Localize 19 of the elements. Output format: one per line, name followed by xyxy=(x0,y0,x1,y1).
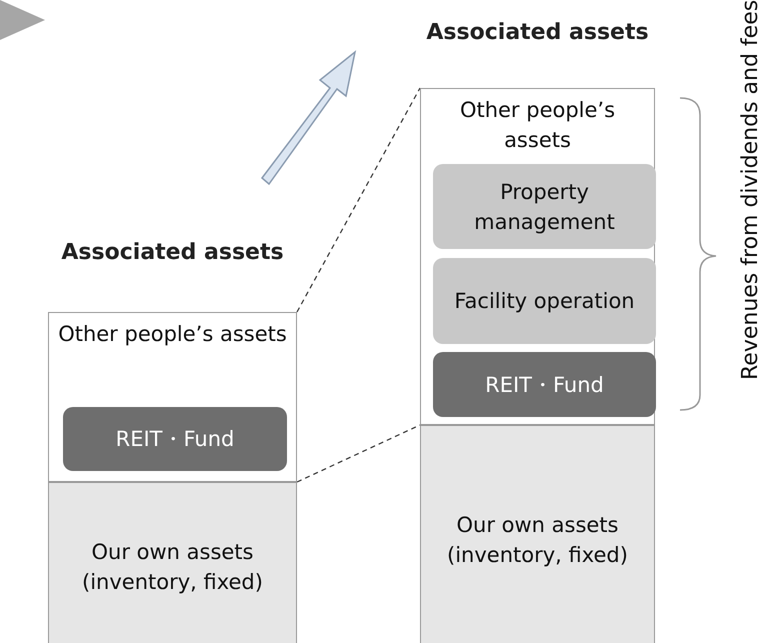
box-label: Our own assets (inventory, fixed) xyxy=(81,539,264,596)
category-box xyxy=(63,407,287,471)
dashed-connector xyxy=(296,88,421,312)
box-label: Our own assets (inventory, fixed) xyxy=(446,512,629,569)
box-title: Other people’s assets xyxy=(458,97,616,154)
asset-bar xyxy=(420,425,655,643)
box-title: Other people’s assets xyxy=(57,321,288,348)
category-box xyxy=(433,352,656,417)
category-box xyxy=(433,164,656,249)
asset-bar xyxy=(48,482,297,643)
category-box xyxy=(433,258,656,344)
column-heading: Associated assets xyxy=(425,20,650,45)
box-label: Property management xyxy=(473,178,616,236)
column-heading: Associated assets xyxy=(60,240,285,265)
dashed-connector xyxy=(296,424,420,483)
box-label: REIT・Fund xyxy=(116,426,234,453)
brace-label: Revenues from dividends and fees xyxy=(738,0,763,380)
box-label: REIT・Fund xyxy=(485,372,604,398)
box-label: Facility operation xyxy=(454,288,635,315)
